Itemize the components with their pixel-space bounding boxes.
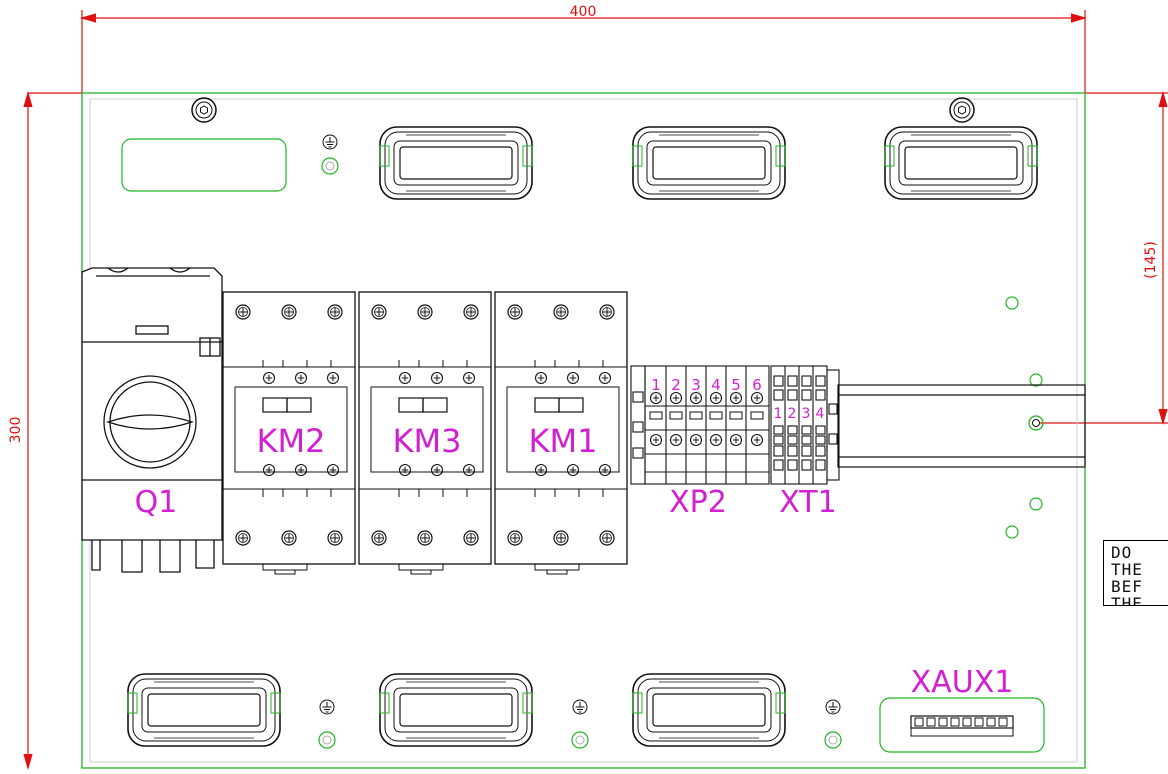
fixing-screw-right bbox=[949, 97, 975, 123]
earth-symbol-bottom-2 bbox=[571, 699, 589, 749]
xp2-terminal-number: 6 bbox=[752, 376, 762, 394]
xt1-terminal-numbers: 1 2 3 4 bbox=[774, 406, 825, 422]
xp2-terminal-number: 1 bbox=[651, 376, 661, 394]
q1-label: Q1 bbox=[135, 485, 178, 520]
reference-hole bbox=[1028, 415, 1044, 431]
dimension-lines bbox=[23, 10, 1168, 771]
label-plate bbox=[121, 138, 287, 192]
cable-grommet-top-2 bbox=[632, 126, 786, 200]
note-line: THE bbox=[1111, 594, 1143, 606]
xt1-terminal-number: 4 bbox=[816, 406, 825, 422]
xp2-terminal-number: 3 bbox=[691, 376, 701, 394]
km3-label: KM3 bbox=[393, 422, 462, 460]
cable-grommet-bottom-3 bbox=[632, 673, 786, 747]
xp2-terminal-slots bbox=[649, 411, 764, 420]
note-line: THE bbox=[1111, 560, 1143, 579]
width-dimension-label: 400 bbox=[570, 4, 597, 20]
cable-grommet-top-1 bbox=[379, 126, 533, 200]
xp2-terminal-number: 4 bbox=[711, 376, 721, 394]
height-dimension-label: 300 bbox=[8, 417, 24, 444]
terminal-block-xt1 bbox=[770, 365, 840, 485]
earth-symbol-bottom-3 bbox=[824, 699, 842, 749]
contactor-km1: KM1 bbox=[494, 291, 628, 575]
earth-symbol-top bbox=[321, 134, 339, 175]
xt1-terminal-number: 2 bbox=[788, 406, 797, 422]
earth-symbol-bottom-1 bbox=[318, 699, 336, 749]
reference-dimension-label: (145) bbox=[1143, 241, 1159, 279]
cable-grommet-bottom-1 bbox=[127, 673, 281, 747]
xt1-terminal-number: 3 bbox=[802, 406, 811, 422]
xp2-label: XP2 bbox=[669, 485, 727, 520]
aux-connector-xaux1 bbox=[879, 697, 1045, 753]
xp2-terminal-number: 5 bbox=[731, 376, 741, 394]
contactor-km2: KM2 bbox=[222, 291, 356, 575]
km1-label: KM1 bbox=[529, 422, 598, 460]
km2-label: KM2 bbox=[257, 422, 326, 460]
din-rail bbox=[837, 384, 1086, 468]
terminal-block-xp2 bbox=[630, 365, 770, 485]
cable-grommet-top-3 bbox=[884, 126, 1038, 200]
mount-holes-right bbox=[1005, 296, 1043, 539]
note-line: DO bbox=[1111, 543, 1133, 562]
main-switch-q1 bbox=[81, 267, 223, 573]
xt1-label: XT1 bbox=[779, 485, 836, 520]
warning-note: DO THE BEF THE bbox=[1103, 540, 1168, 606]
fixing-screw-left bbox=[191, 97, 217, 123]
xt1-terminal-number: 1 bbox=[774, 406, 783, 422]
note-line: BEF bbox=[1111, 577, 1143, 596]
xp2-terminal-numbers: 1 2 3 4 5 6 bbox=[651, 376, 762, 394]
contactor-km3: KM3 bbox=[358, 291, 492, 575]
xp2-terminal-number: 2 bbox=[671, 376, 681, 394]
xaux1-label: XAUX1 bbox=[911, 665, 1014, 700]
cable-grommet-bottom-2 bbox=[379, 673, 533, 747]
